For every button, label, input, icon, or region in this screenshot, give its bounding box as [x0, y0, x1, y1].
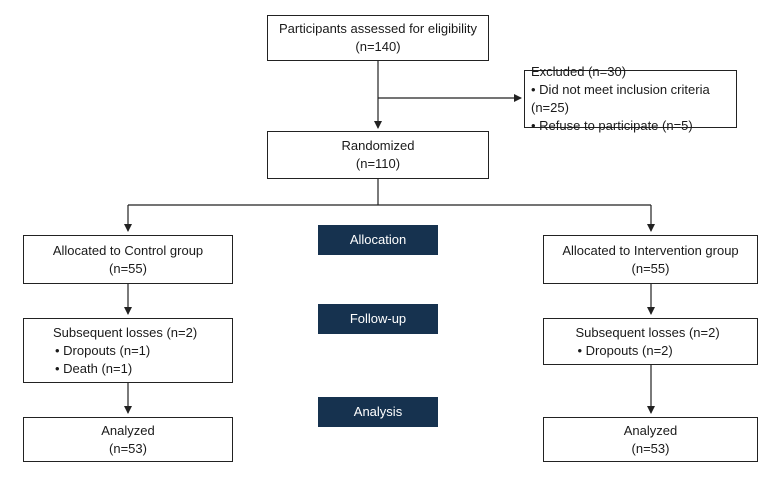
intervention-allocated-box: Allocated to Intervention group (n=55) — [543, 235, 758, 284]
control-allocated-count: (n=55) — [109, 260, 147, 276]
control-losses-title: Subsequent losses (n=2) — [53, 324, 198, 340]
excluded-item: Did not meet inclusion criteria (n=25) — [531, 81, 736, 117]
control-losses-item: Death (n=1) — [55, 360, 203, 378]
control-allocated-label: Allocated to Control group — [52, 242, 204, 258]
intervention-allocated-label: Allocated to Intervention group — [562, 242, 739, 258]
control-analyzed-count: (n=53) — [109, 440, 147, 456]
stage-analysis: Analysis — [318, 397, 438, 427]
intervention-losses-box: Subsequent losses (n=2) Dropouts (n=2) — [543, 318, 758, 365]
excluded-list: Did not meet inclusion criteria (n=25) R… — [531, 81, 736, 135]
control-analyzed-box: Analyzed (n=53) — [23, 417, 233, 462]
intervention-allocated-count: (n=55) — [631, 260, 670, 276]
intervention-analyzed-count: (n=53) — [631, 440, 670, 456]
intervention-losses-title: Subsequent losses (n=2) — [575, 324, 720, 340]
stage-allocation: Allocation — [318, 225, 438, 255]
intervention-analyzed-box: Analyzed (n=53) — [543, 417, 758, 462]
randomized-box: Randomized (n=110) — [267, 131, 489, 179]
stage-followup: Follow-up — [318, 304, 438, 334]
assessed-count: (n=140) — [355, 39, 401, 54]
control-losses-box: Subsequent losses (n=2) Dropouts (n=1) D… — [23, 318, 233, 383]
control-losses-item: Dropouts (n=1) — [55, 342, 203, 360]
randomized-count: (n=110) — [355, 156, 401, 171]
assessed-box: Participants assessed for eligibility (n… — [267, 15, 489, 61]
control-analyzed-label: Analyzed — [101, 422, 155, 438]
intervention-losses-list: Dropouts (n=2) — [576, 342, 726, 360]
excluded-item: Refuse to participate (n=5) — [531, 117, 736, 135]
randomized-label: Randomized — [341, 138, 415, 153]
control-allocated-box: Allocated to Control group (n=55) — [23, 235, 233, 284]
assessed-label: Participants assessed for eligibility — [279, 21, 477, 36]
intervention-analyzed-label: Analyzed — [623, 422, 678, 438]
excluded-title: Excluded (n=30) — [531, 64, 627, 79]
intervention-losses-item: Dropouts (n=2) — [578, 342, 726, 360]
control-losses-list: Dropouts (n=1) Death (n=1) — [53, 342, 203, 378]
excluded-box: Excluded (n=30) Did not meet inclusion c… — [524, 64, 737, 133]
